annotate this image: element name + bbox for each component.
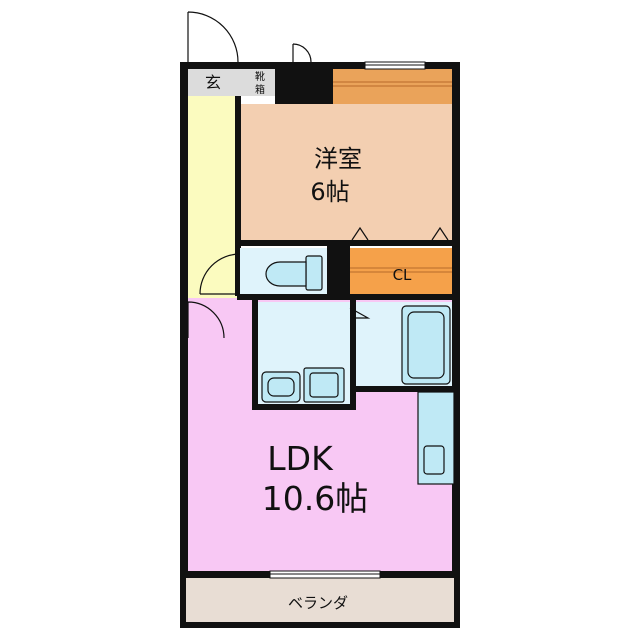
ldk-size: 10.6帖 bbox=[262, 479, 368, 518]
toilet-icon bbox=[265, 255, 323, 291]
bathtub-icon bbox=[401, 305, 451, 385]
balcony-area bbox=[183, 578, 456, 622]
balcony-label: ベランダ bbox=[288, 594, 348, 612]
shoe-box-area bbox=[245, 68, 275, 96]
youshitsu-area bbox=[237, 104, 454, 244]
windows bbox=[269, 61, 426, 579]
closet-label: CL bbox=[393, 266, 412, 284]
washing-machine-icon bbox=[303, 367, 345, 403]
shoe-box-label-2: 箱 bbox=[255, 83, 265, 96]
corridor-area bbox=[183, 96, 237, 298]
shoe-box-label-1: 靴 bbox=[255, 70, 265, 83]
ldk-name: LDK bbox=[267, 439, 334, 478]
washbasin-icon bbox=[261, 371, 301, 403]
youshitsu-name: 洋室 bbox=[314, 145, 362, 173]
doors bbox=[187, 11, 449, 339]
balcony-railing bbox=[180, 578, 186, 628]
youshitsu-size: 6帖 bbox=[310, 178, 349, 206]
genkan-label: 玄 bbox=[205, 73, 221, 92]
kitchen-sink-icon bbox=[417, 391, 455, 485]
genkan-area bbox=[183, 68, 245, 96]
